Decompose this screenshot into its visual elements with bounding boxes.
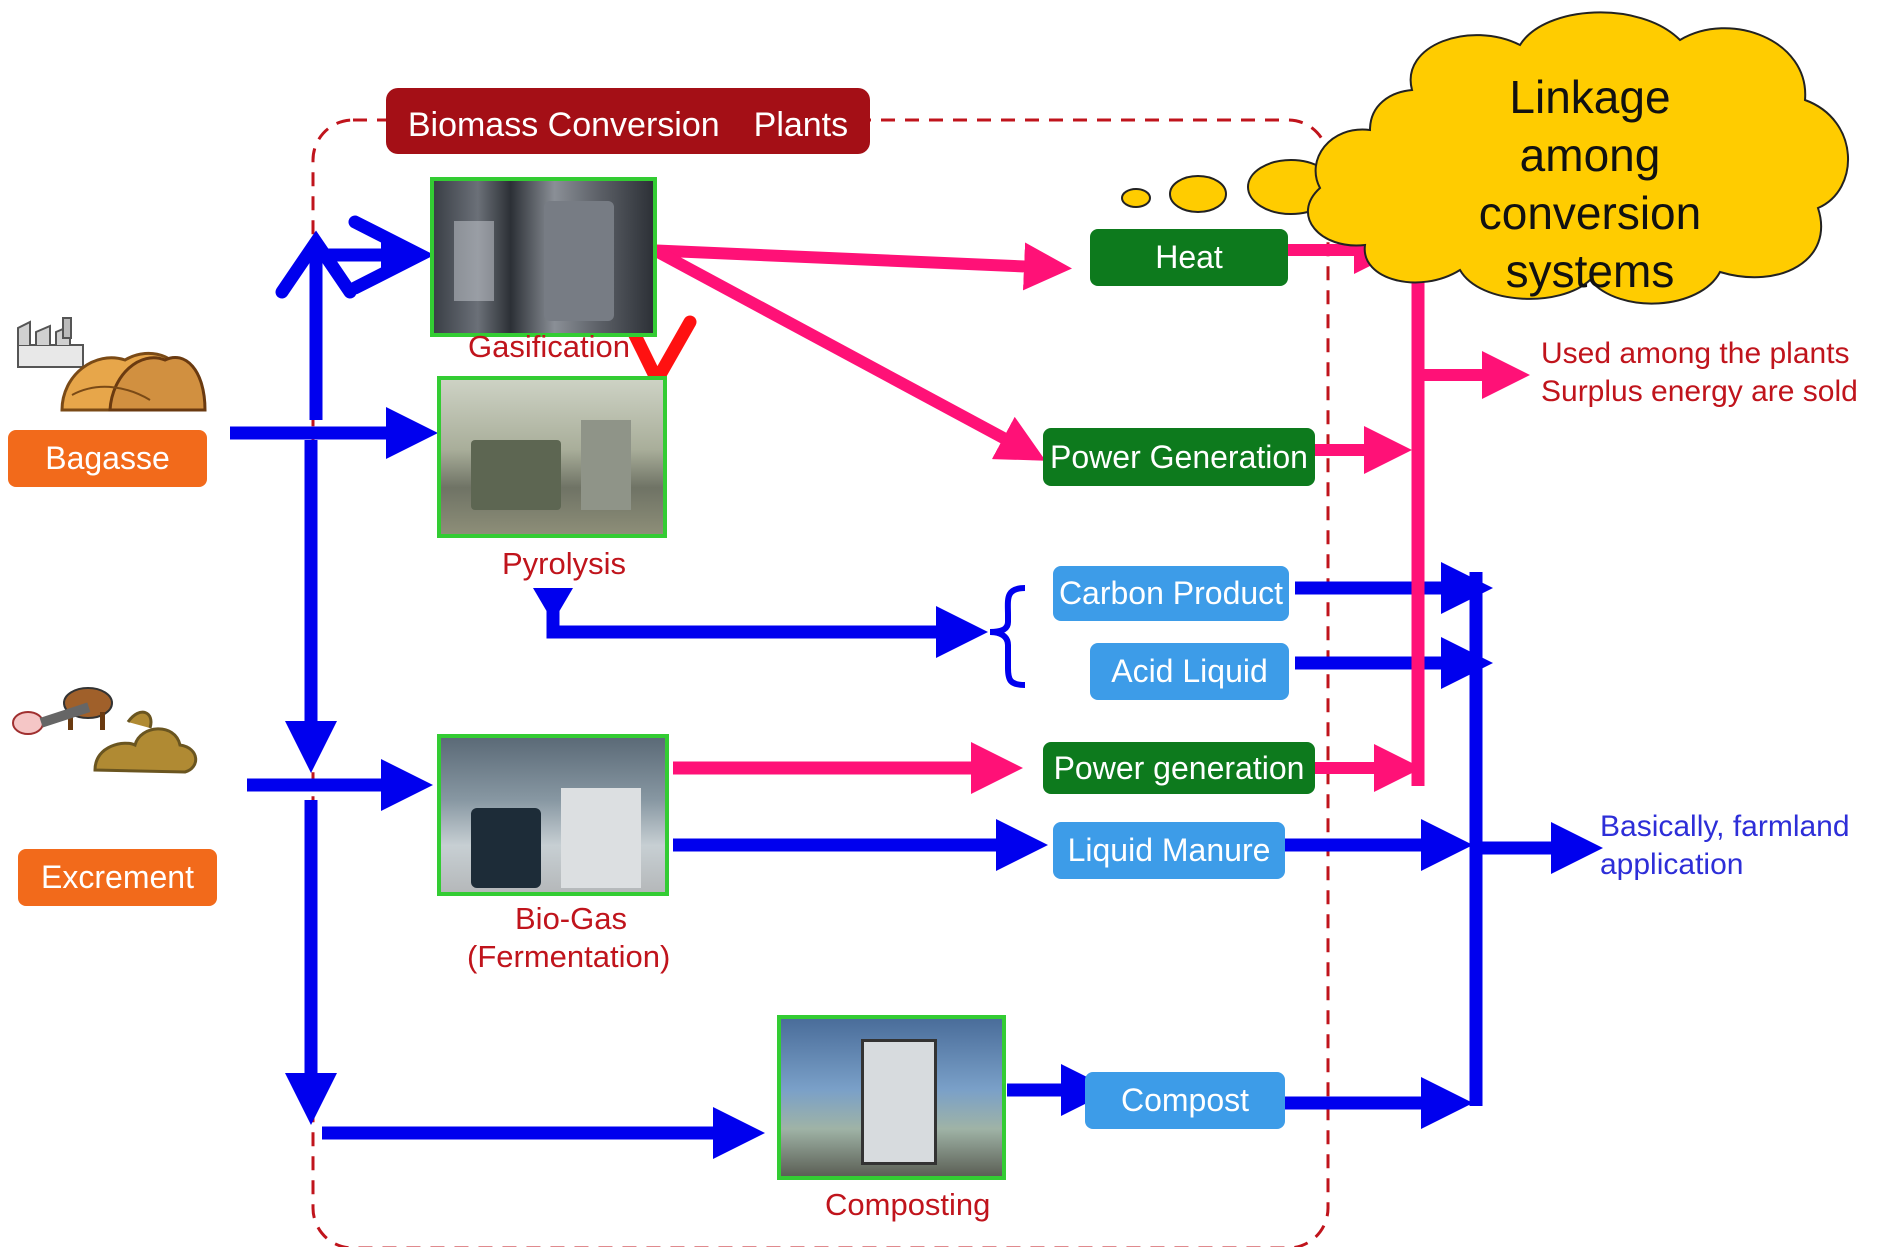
- energy-note-line1: Used among the plants: [1541, 337, 1850, 370]
- thought-bubble-small: [1121, 188, 1151, 208]
- biogas-label-line2: (Fermentation): [467, 939, 671, 974]
- bagasse-box: Bagasse: [8, 430, 207, 487]
- gasification-label: Gasification: [468, 329, 630, 364]
- heat-label: Heat: [1155, 239, 1223, 275]
- cloud-text-line2: among: [1519, 129, 1661, 181]
- chevron-right-gasification: [348, 215, 435, 295]
- compost-box: Compost: [1085, 1072, 1285, 1129]
- cloud-text-line3: conversion: [1478, 187, 1702, 239]
- power-generation-biogas-label: Power generation: [1053, 749, 1305, 786]
- biogas-photo: [437, 734, 669, 896]
- energy-flows: [642, 226, 1530, 794]
- thought-bubble-medium: [1169, 175, 1227, 213]
- pyrolysis-label: Pyrolysis: [502, 546, 627, 581]
- arrow-gasification-to-power: [642, 239, 1046, 461]
- carbon-product-label: Carbon Product: [1058, 575, 1284, 611]
- pyrolysis-photo: [437, 376, 667, 538]
- farmland-note-line1: Basically, farmland: [1600, 810, 1850, 843]
- excrement-label: Excrement: [41, 859, 194, 895]
- livestock-icon: [12, 687, 113, 735]
- liquid-manure-box: Liquid Manure: [1053, 822, 1285, 879]
- bagasse-label: Bagasse: [45, 440, 170, 476]
- power-generation-box: Power Generation: [1043, 428, 1315, 486]
- energy-note-line2: Surplus energy are sold: [1541, 375, 1858, 408]
- farmland-note-line2: application: [1600, 848, 1744, 881]
- bagasse-pile-icon: [60, 351, 207, 412]
- excrement-box: Excrement: [18, 849, 217, 906]
- biogas-label-line1: Bio-Gas: [515, 901, 627, 936]
- material-flows: [230, 215, 1603, 1159]
- power-generation-biogas-box: Power generation: [1043, 742, 1315, 794]
- pyrolysis-down-tip: [533, 588, 573, 622]
- section-title: Biomass Conversion Plants: [386, 88, 870, 154]
- product-brace: [989, 585, 1026, 688]
- acid-liquid-box: Acid Liquid: [1090, 643, 1289, 700]
- cloud-text-line4: systems: [1505, 245, 1675, 297]
- factory-icon: [17, 317, 84, 368]
- arrow-pyrolysis-to-products: [546, 600, 988, 658]
- arrow-gasification-to-heat: [644, 242, 1072, 291]
- carbon-product-box: Carbon Product: [1053, 566, 1289, 621]
- section-title-text: Biomass Conversion Plants: [407, 105, 849, 144]
- composting-photo: [777, 1015, 1006, 1180]
- linkage-cloud: [1307, 11, 1849, 305]
- heat-box: Heat: [1090, 229, 1288, 286]
- power-generation-label: Power Generation: [1050, 438, 1308, 475]
- acid-liquid-label: Acid Liquid: [1111, 653, 1268, 689]
- manure-pile-icon: [93, 710, 198, 774]
- chevron-up-gasification: [275, 230, 357, 299]
- composting-label: Composting: [825, 1187, 991, 1222]
- compost-label: Compost: [1120, 1082, 1250, 1118]
- liquid-manure-label: Liquid Manure: [1067, 832, 1271, 868]
- gasification-photo: [430, 177, 657, 337]
- cloud-text-line1: Linkage: [1509, 71, 1671, 123]
